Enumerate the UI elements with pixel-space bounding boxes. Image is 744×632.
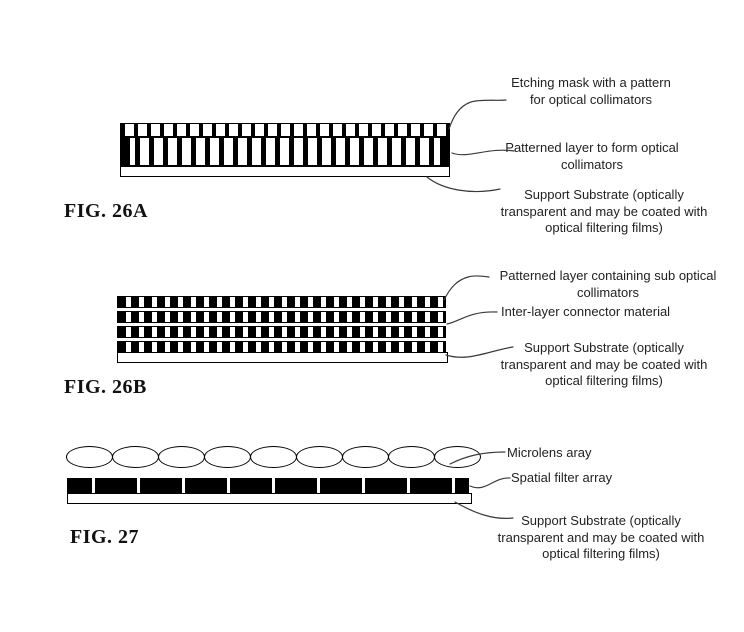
microlens-ellipse bbox=[296, 446, 343, 468]
microlens-ellipse bbox=[204, 446, 251, 468]
fig26a-patterned-layer bbox=[120, 137, 450, 166]
fig26a-etching-mask-layer bbox=[120, 123, 450, 137]
microlens-ellipse bbox=[342, 446, 389, 468]
fig26b-sub-collimator-row bbox=[117, 311, 446, 323]
microlens-ellipse bbox=[158, 446, 205, 468]
fig26a-support-substrate bbox=[120, 166, 450, 177]
fig26a-caption: FIG. 26A bbox=[64, 200, 148, 222]
fig26a-substrate-label: Support Substrate (optically transparent… bbox=[500, 187, 708, 235]
leader-fig26b-patterned bbox=[443, 275, 490, 301]
fig27-lens-row bbox=[66, 446, 481, 468]
fig26b-substrate-label: Support Substrate (optically transparent… bbox=[500, 340, 708, 388]
fig26a-etching-mask-label: Etching mask with a pattern for optical … bbox=[511, 75, 671, 107]
fig26b-sub-collimator-row bbox=[117, 296, 446, 308]
fig26b-support-substrate bbox=[117, 352, 448, 363]
leader-fig26a-etching-mask bbox=[448, 99, 507, 130]
fig27-spatial-filter-array bbox=[67, 478, 469, 493]
microlens-ellipse bbox=[66, 446, 113, 468]
fig27-microlens-label: Microlens aray bbox=[507, 445, 592, 460]
fig27-substrate-label: Support Substrate (optically transparent… bbox=[497, 513, 705, 561]
microlens-ellipse bbox=[250, 446, 297, 468]
fig26b-sub-collimator-row bbox=[117, 326, 446, 338]
fig26a-patterned-layer-label: Patterned layer to form optical collimat… bbox=[505, 140, 679, 172]
leader-fig27-spatial-filter bbox=[469, 477, 511, 489]
fig26b-interlayer-label: Inter-layer connector material bbox=[501, 304, 671, 319]
fig27-spatial-filter-label: Spatial filter array bbox=[511, 470, 613, 485]
fig26b-caption: FIG. 26B bbox=[64, 376, 147, 398]
fig26b-rows bbox=[117, 296, 446, 353]
fig26b-patterned-layer-label: Patterned layer containing sub optical c… bbox=[499, 268, 717, 300]
fig27-support-substrate bbox=[67, 493, 472, 504]
leader-fig26b-interlayer bbox=[446, 311, 498, 325]
fig27-caption: FIG. 27 bbox=[70, 526, 140, 548]
microlens-ellipse bbox=[434, 446, 481, 468]
microlens-ellipse bbox=[112, 446, 159, 468]
microlens-ellipse bbox=[388, 446, 435, 468]
